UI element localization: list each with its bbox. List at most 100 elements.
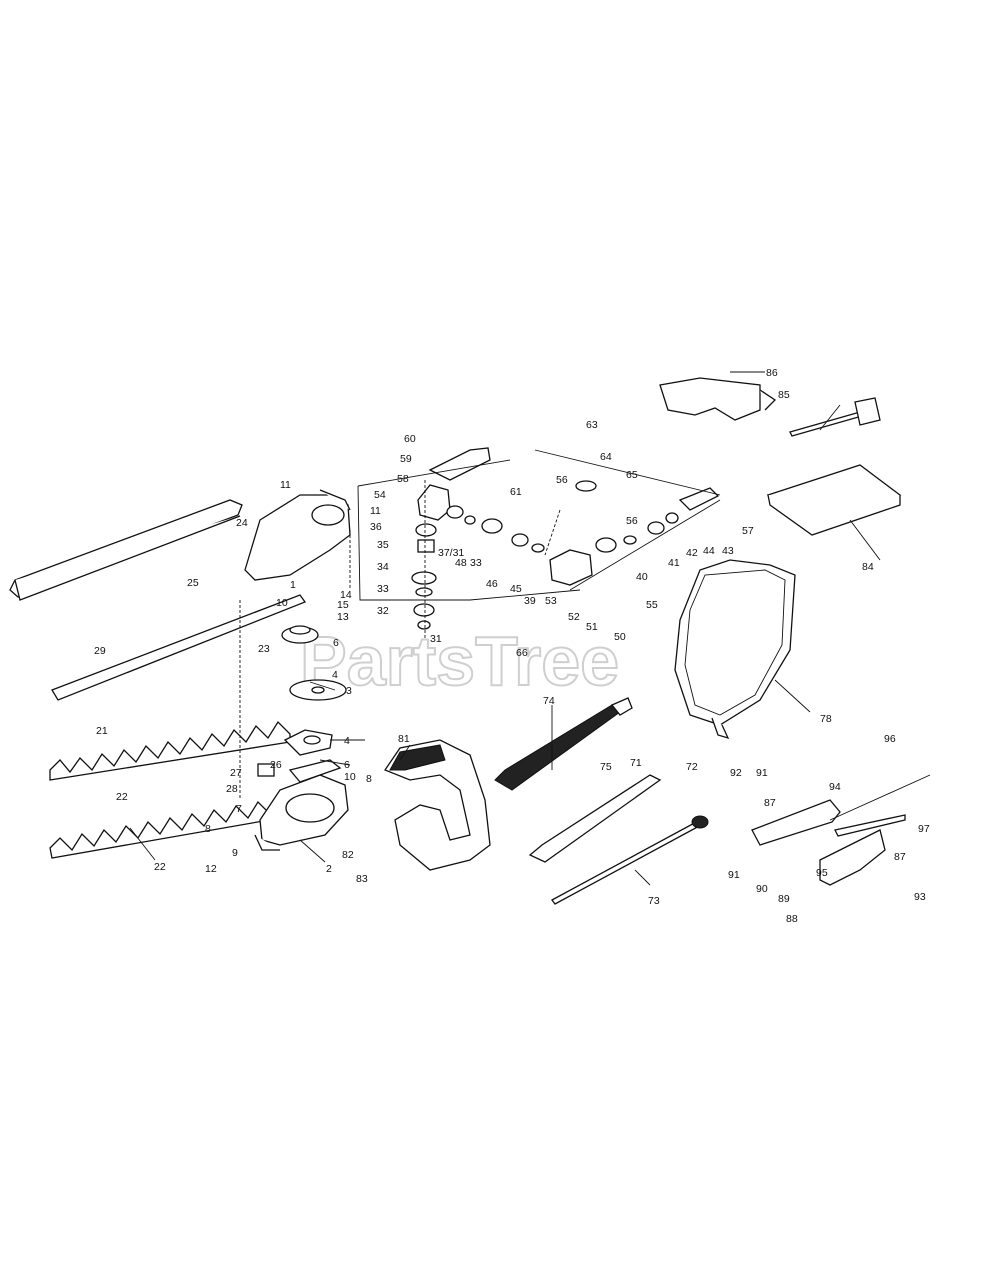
operator-manual	[766, 464, 902, 536]
part-number-label: 39	[524, 595, 536, 607]
part-number-label: 81	[398, 733, 410, 745]
part-number-label: 87	[894, 851, 906, 863]
drive-shaft-tube	[528, 774, 662, 863]
part-number-label: 75	[600, 761, 612, 773]
part-number-label: 6	[344, 759, 350, 771]
part-number-label: 41	[668, 557, 680, 569]
part-number-label: 90	[756, 883, 768, 895]
part-number-label: 11	[280, 479, 291, 491]
throttle-handle	[751, 774, 931, 886]
part-number-label: 24	[236, 517, 248, 529]
part-number-label: 6	[333, 637, 339, 649]
safety-glasses	[659, 377, 777, 421]
part-number-label: 91	[756, 767, 768, 779]
part-number-label: 57	[742, 525, 754, 537]
gear-stack	[281, 625, 347, 756]
part-number-label: 4	[332, 669, 338, 681]
rear-handle	[384, 739, 491, 871]
part-number-label: 54	[374, 489, 386, 501]
part-number-label: 42	[686, 547, 698, 559]
part-number-label: 50	[614, 631, 626, 643]
part-number-label: 86	[766, 367, 778, 379]
watermark-text: PartsTree	[300, 622, 619, 700]
part-number-label: 32	[377, 605, 389, 617]
part-number-label: 10	[276, 597, 288, 609]
part-number-label: 95	[816, 867, 828, 879]
part-number-label: 63	[586, 419, 598, 431]
part-number-label: 33	[470, 557, 482, 569]
part-number-label: 2	[326, 863, 332, 875]
upper-cutter-blade	[49, 720, 291, 781]
part-number-label: 60	[404, 433, 416, 445]
part-number-label: 46	[486, 578, 498, 590]
part-number-label: 21	[96, 725, 108, 737]
part-number-label: 52	[568, 611, 580, 623]
part-number-label: 72	[686, 761, 698, 773]
part-number-label: 44	[703, 545, 715, 557]
blade-bar	[51, 594, 307, 701]
part-number-label: 11	[370, 505, 381, 517]
part-number-label: 89	[778, 893, 790, 905]
shoulder-strap	[674, 559, 796, 740]
lower-gear-housing	[254, 759, 349, 851]
part-number-label: 56	[626, 515, 638, 527]
part-number-label: 51	[586, 621, 598, 633]
part-number-label: 36	[370, 521, 382, 533]
gear-housing-cover	[244, 489, 351, 581]
part-number-label: 43	[722, 545, 734, 557]
part-number-label: 9	[232, 847, 238, 859]
part-number-label: 73	[648, 895, 660, 907]
part-number-label: 12	[205, 863, 217, 875]
part-number-label: 33	[377, 583, 389, 595]
part-number-label: 8	[366, 773, 372, 785]
wrench	[789, 397, 881, 437]
part-number-label: 83	[356, 873, 368, 885]
part-number-label: 91	[728, 869, 740, 881]
gearbox-housing	[411, 447, 491, 630]
part-number-label: 37/31	[438, 547, 464, 559]
part-number-label: 1	[290, 579, 296, 591]
bearing-chain	[446, 480, 720, 586]
part-number-label: 8	[205, 823, 211, 835]
part-number-label: 31	[430, 633, 442, 645]
part-number-label: 82	[342, 849, 354, 861]
part-number-label: 22	[154, 861, 166, 873]
part-number-label: 28	[226, 783, 238, 795]
part-number-label: 26	[270, 759, 282, 771]
lower-cutter-blade	[49, 797, 293, 859]
part-number-label: 14	[340, 589, 352, 601]
part-number-label: 96	[884, 733, 896, 745]
part-number-label: 84	[862, 561, 874, 573]
part-number-label: 53	[545, 595, 557, 607]
grip-tube	[494, 697, 633, 791]
part-number-label: 61	[510, 486, 522, 498]
part-number-label: 64	[600, 451, 612, 463]
part-number-label: 88	[786, 913, 798, 925]
part-number-label: 10	[344, 771, 356, 783]
part-number-label: 74	[543, 695, 555, 707]
part-number-label: 23	[258, 643, 270, 655]
part-number-label: 87	[764, 797, 776, 809]
part-number-label: 40	[636, 571, 648, 583]
part-number-label: 34	[377, 561, 389, 573]
part-number-label: 29	[94, 645, 106, 657]
part-number-label: 65	[626, 469, 638, 481]
part-number-label: 48	[455, 557, 467, 569]
part-number-label: 4	[344, 735, 350, 747]
part-number-label: 27	[230, 767, 242, 779]
part-number-label: 59	[400, 453, 412, 465]
leader-lines	[129, 371, 881, 886]
part-number-label: 15	[337, 599, 349, 611]
part-number-label: 58	[397, 473, 409, 485]
part-number-label: 78	[820, 713, 832, 725]
part-number-label: 25	[187, 577, 199, 589]
part-number-label: 55	[646, 599, 658, 611]
part-number-label: 7	[236, 803, 242, 815]
part-number-label: 13	[337, 611, 349, 623]
part-number-label: 71	[630, 757, 642, 769]
drive-shaft	[551, 815, 709, 905]
part-number-label: 45	[510, 583, 522, 595]
part-number-label: 3	[346, 685, 352, 697]
part-number-label: 92	[730, 767, 742, 779]
